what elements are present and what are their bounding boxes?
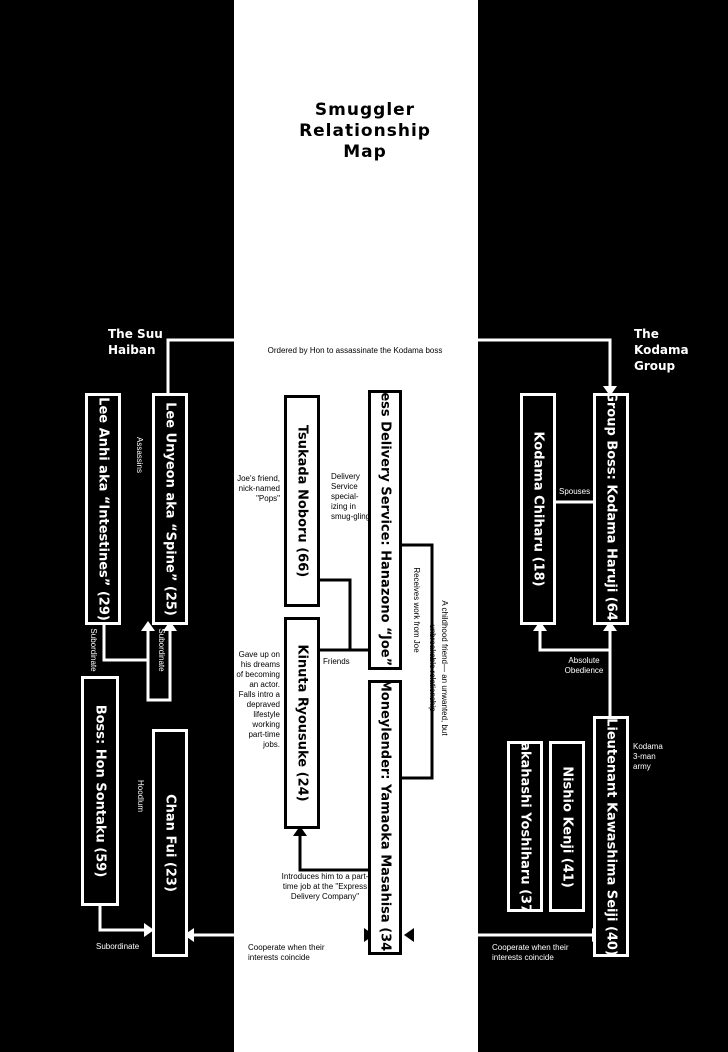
label-friends: Friends [323,657,350,666]
label-childhood: A childhood friend— an unwanted, but unb… [428,600,449,736]
card-lee-anhi: Lee Anhi aka “Intestines” (29) [85,393,121,625]
label-assassins: Assassins [135,436,144,474]
label-introduces: Introduces him to a part-time job at the… [281,872,369,901]
label-spouses: Spouses [559,487,591,496]
name-lee-anhi: Lee Anhi aka “Intestines” (29) [95,397,111,621]
name-kodama-chiharu: Kodama Chiharu (18) [530,431,546,587]
title-line-2: Relationship [299,121,431,141]
label-delivery: Delivery Service special-izing in smug-g… [331,472,371,521]
name-tsukada: Tsukada Noboru (66) [294,424,310,578]
name-chan-fui: Chan Fui (23) [162,794,178,892]
name-lee-unyeon: Lee Unyeon aka “Spine” (25) [162,402,178,616]
card-kawashima: Lieutenant Kawashima Seiji (40) [593,716,629,957]
name-hon-sontaku: Boss: Hon Sontaku (59) [92,704,108,878]
group-suu-haiban: The Suu Haiban [108,327,163,357]
name-joe: Express Delivery Service: Hanazono “Joe”… [377,390,393,670]
label-gave-up: Gave up on his dreams of becoming an act… [236,650,280,749]
label-joes-friend: Joe's friend, nick-named "Pops" [237,474,280,503]
page-title: Smuggler Relationship Map [270,100,460,163]
card-kodama-haruji: Group Boss: Kodama Haruji (64) [593,393,629,625]
name-kodama-haruji: Group Boss: Kodama Haruji (64) [603,393,619,625]
title-line-3: Map [343,142,387,162]
card-joe: Express Delivery Service: Hanazono “Joe”… [368,390,402,670]
label-receives: Receives work from Joe [412,567,421,653]
card-takahashi: Takahashi Yoshiharu (37) [507,741,543,912]
card-yamaoka: Moneylender: Yamaoka Masahisa (34) [368,680,402,955]
label-hoodlum: Hoodlum [136,779,145,813]
name-kawashima: Lieutenant Kawashima Seiji (40) [603,717,619,956]
label-absolute: Absolute Obedience [564,656,604,675]
title-line-1: Smuggler [314,100,416,120]
name-nishio: Nishio Kenji (41) [559,765,575,888]
center-panel [234,0,478,1052]
card-lee-unyeon: Lee Unyeon aka “Spine” (25) [152,393,188,625]
label-subordinate-2: Subordinate [157,628,166,672]
label-cooperate-left: Cooperate when their interests coincide [248,943,325,962]
group-kodama: The Kodama Group [634,327,689,373]
label-subordinate-1: Subordinate [89,628,98,672]
card-kodama-chiharu: Kodama Chiharu (18) [520,393,556,625]
name-kinuta: Kinuta Ryousuke (24) [294,644,310,802]
label-cooperate-right: Cooperate when their interests coincide [492,943,569,962]
card-nishio: Nishio Kenji (41) [549,741,585,912]
name-yamaoka: Moneylender: Yamaoka Masahisa (34) [377,680,393,955]
card-chan-fui: Chan Fui (23) [152,729,188,957]
card-kinuta: Kinuta Ryousuke (24) [284,617,320,829]
label-army: Kodama 3-man army [633,742,663,771]
name-takahashi: Takahashi Yoshiharu (37) [517,741,533,912]
card-hon-sontaku: Boss: Hon Sontaku (59) [81,676,119,906]
label-ordered: Ordered by Hon to assassinate the Kodama… [240,346,470,356]
label-subordinate-3: Subordinate [96,942,140,951]
card-tsukada: Tsukada Noboru (66) [284,395,320,607]
